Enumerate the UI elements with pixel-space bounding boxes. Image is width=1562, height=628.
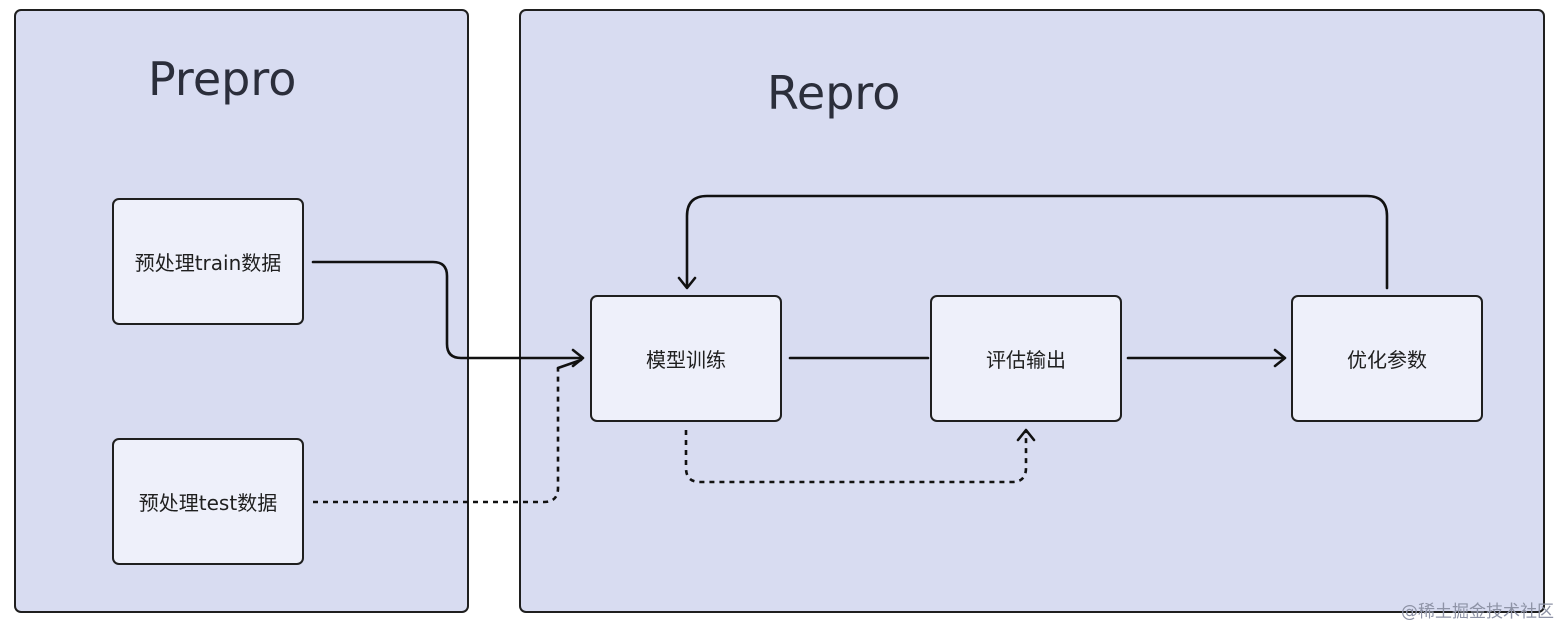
- node-preprocess-train-label: 预处理train数据: [134, 251, 282, 275]
- prepro-title: Prepro: [148, 52, 297, 106]
- node-evaluate-output: 评估输出: [930, 295, 1122, 422]
- node-model-training-label: 模型训练: [646, 348, 726, 372]
- node-preprocess-test: 预处理test数据: [112, 438, 304, 565]
- node-model-training: 模型训练: [590, 295, 782, 422]
- node-preprocess-test-label: 预处理test数据: [138, 491, 278, 515]
- node-optimize-params-label: 优化参数: [1347, 348, 1427, 372]
- node-evaluate-output-label: 评估输出: [986, 348, 1066, 372]
- node-optimize-params: 优化参数: [1291, 295, 1483, 422]
- repro-title: Repro: [767, 66, 901, 120]
- node-preprocess-train: 预处理train数据: [112, 198, 304, 325]
- watermark: @稀土掘金技术社区: [1401, 602, 1554, 622]
